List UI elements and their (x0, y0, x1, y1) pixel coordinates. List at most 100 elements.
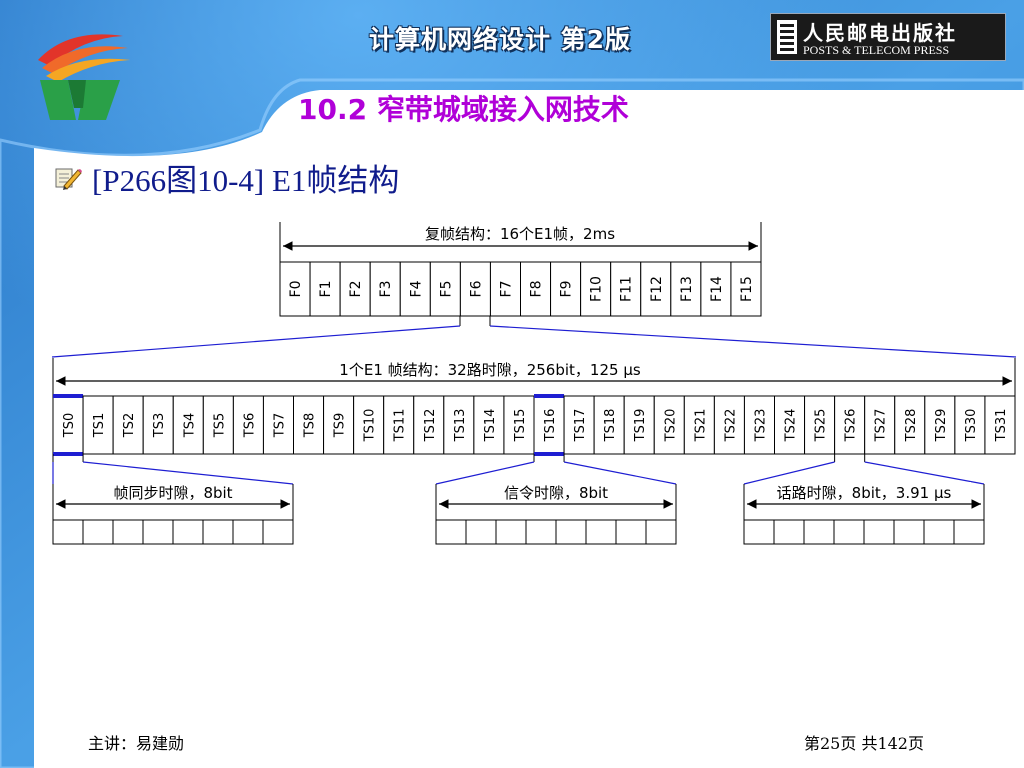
bit-cell (833, 519, 865, 545)
multiframe-cell: F8 (520, 261, 552, 317)
time-slot-cell: TS23 (743, 395, 775, 455)
section-title: 10.2 窄带城域接入网技术 (298, 93, 629, 126)
time-slot-label: TS21 (693, 409, 708, 443)
bit-cell (923, 519, 955, 545)
multiframe-cell: F3 (369, 261, 401, 317)
bit-cell (112, 519, 144, 545)
multiframe-cell: F15 (730, 261, 762, 317)
time-slot-label: TS30 (964, 409, 979, 443)
multiframe-cell-label: F15 (739, 276, 755, 302)
time-slot-cell: TS30 (954, 395, 986, 455)
bit-cell (262, 519, 294, 545)
time-slot-label: TS0 (62, 413, 77, 438)
time-slot-label: TS31 (994, 409, 1009, 443)
time-slot-label: TS18 (603, 409, 618, 443)
bit-cell (585, 519, 617, 545)
multiframe-cell-label: F13 (679, 276, 695, 302)
bit-cell (435, 519, 467, 545)
bit-cell (232, 519, 264, 545)
bit-cell (52, 519, 84, 545)
bit-cell (142, 519, 174, 545)
time-slot-cell: TS4 (172, 395, 204, 455)
time-slot-label: TS16 (543, 409, 558, 443)
time-slot-cell: TS28 (894, 395, 926, 455)
multiframe-cell: F6 (459, 261, 491, 317)
bit-cell (773, 519, 805, 545)
multiframe-cell-label: F4 (408, 280, 424, 297)
time-slot-cell: TS19 (623, 395, 655, 455)
bit-cell (82, 519, 114, 545)
time-slot-label: TS9 (333, 413, 348, 438)
time-slot-label: TS27 (874, 409, 889, 443)
bit-cell (953, 519, 985, 545)
multiframe-cell: F0 (279, 261, 311, 317)
time-slot-label: TS13 (453, 409, 468, 443)
multiframe-cell: F9 (550, 261, 582, 317)
time-slot-cell: TS11 (383, 395, 415, 455)
multiframe-cell-label: F5 (438, 281, 454, 298)
expand-line-left (51, 325, 461, 358)
multiframe-cell-label: F10 (589, 276, 605, 302)
time-slot-label: TS29 (934, 409, 949, 443)
time-slot-label: TS8 (303, 413, 318, 438)
bit-cell (525, 519, 557, 545)
multiframe-cell: F7 (489, 261, 521, 317)
time-slot-label: TS25 (814, 409, 829, 443)
slot-detail-label: 帧同步时隙，8bit (113, 484, 232, 502)
time-slot-cell: TS13 (443, 395, 475, 455)
multiframe-cell-label: F7 (498, 281, 514, 298)
time-slot-cell: TS27 (864, 395, 896, 455)
figure-caption: [P266图10-4] E1帧结构 (92, 163, 400, 198)
time-slot-cell: TS20 (653, 395, 685, 455)
multiframe-cell-label: F12 (649, 276, 665, 302)
time-slot-label: TS17 (573, 409, 588, 443)
multiframe-cell: F4 (399, 261, 431, 317)
slot-detail-label: 话路时隙，8bit，3.91 μs (777, 484, 952, 502)
time-slot-label: TS2 (122, 413, 137, 438)
time-slot-label: TS4 (182, 413, 197, 438)
time-slot-label: TS3 (152, 413, 167, 438)
time-slot-label: TS6 (242, 413, 257, 438)
time-slot-label: TS14 (483, 409, 498, 443)
time-slot-cell: TS7 (262, 395, 294, 455)
multiframe-cell-label: F1 (318, 281, 334, 298)
time-slot-cell: TS25 (804, 395, 836, 455)
time-slot-label: TS23 (753, 409, 768, 443)
bit-cell (555, 519, 587, 545)
multiframe-cell: F1 (309, 261, 341, 317)
multiframe-cell-label: F6 (468, 280, 484, 297)
time-slot-cell: TS14 (473, 395, 505, 455)
time-slot-cell: TS29 (924, 395, 956, 455)
time-slot-cell: TS1 (82, 395, 114, 455)
time-slot-cell: TS9 (323, 395, 355, 455)
multiframe-cell: F2 (339, 261, 371, 317)
time-slot-cell: TS16 (533, 394, 565, 456)
time-slot-cell: TS31 (984, 395, 1016, 455)
signaling-slot-detail: 信令时隙，8bit (435, 454, 677, 545)
time-slot-label: TS11 (393, 409, 408, 443)
multiframe-cell-label: F9 (559, 281, 575, 298)
time-slot-cell: TS26 (834, 395, 866, 455)
multiframe-cell-label: F8 (529, 281, 545, 298)
time-slot-label: TS28 (904, 409, 919, 443)
time-slot-cell: TS2 (112, 395, 144, 455)
time-slot-cell: TS22 (713, 395, 745, 455)
time-slot-cell: TS21 (683, 395, 715, 455)
time-slot-label: TS22 (723, 409, 738, 443)
time-slot-cell: TS6 (232, 395, 264, 455)
bit-cell (495, 519, 527, 545)
time-slot-label: TS7 (272, 413, 287, 438)
publisher-name-en: POSTS & TELECOM PRESS (803, 43, 950, 57)
multiframe-cell-label: F14 (709, 276, 725, 302)
time-slot-cell: TS17 (563, 395, 595, 455)
footer-lecturer: 主讲：易建勋 (88, 734, 185, 753)
bit-cell (202, 519, 234, 545)
time-slot-cell: TS12 (413, 395, 445, 455)
time-slot-label: TS1 (92, 413, 107, 438)
multiframe-cell: F13 (670, 261, 702, 317)
multiframe-label: 复帧结构：16个E1帧，2ms (425, 225, 615, 243)
bit-cell (615, 519, 647, 545)
